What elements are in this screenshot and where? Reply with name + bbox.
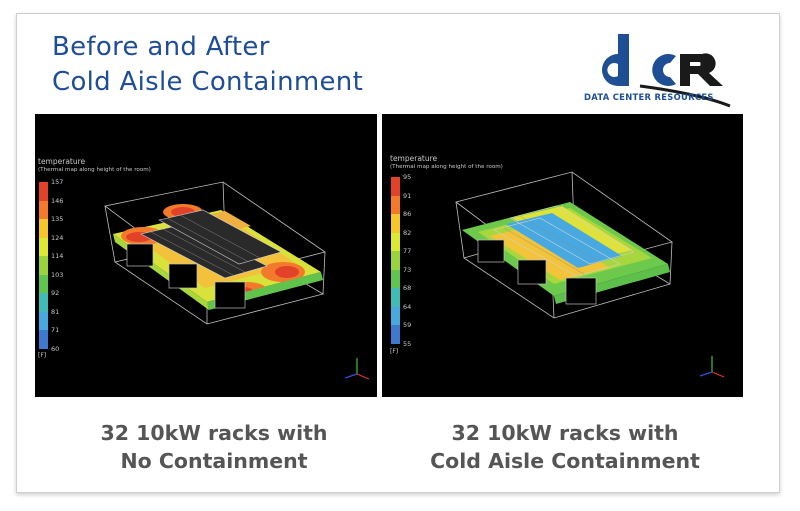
title-line-2: Cold Aisle Containment: [52, 67, 364, 97]
scale-unit: [F]: [38, 352, 47, 359]
thermal-map-cold-aisle-containment: temperature (Thermal map along height of…: [382, 114, 743, 397]
color-scale-segment: [391, 325, 400, 344]
legend-title-text: temperature: [38, 157, 86, 166]
color-scale-segment: [391, 306, 400, 325]
color-scale-bar: [39, 182, 48, 349]
legend-title-text: temperature: [390, 154, 438, 163]
legend-subtitle: (Thermal map along height of the room): [390, 164, 503, 170]
color-scale-segment: [391, 195, 400, 214]
color-scale-segment: [39, 182, 48, 201]
thermal-map-render: [455, 171, 725, 378]
title-line-1: Before and After: [52, 32, 270, 62]
color-scale-segment: [39, 219, 48, 238]
legend-title: temperature (Thermal map along height of…: [38, 158, 151, 174]
color-scale-segment: [39, 311, 48, 330]
caption-line-1: 32 10kW racks with: [100, 421, 328, 445]
color-scale-segment: [391, 214, 400, 233]
caption-line-2: Cold Aisle Containment: [430, 449, 700, 473]
color-scale-segment: [39, 256, 48, 275]
scale-unit: [F]: [390, 348, 399, 355]
caption-line-1: 32 10kW racks with: [451, 421, 679, 445]
thermal-map-render: [104, 181, 370, 380]
dcr-logo: [602, 34, 731, 108]
thermal-map-no-containment: temperature (Thermal map along height of…: [35, 114, 377, 397]
legend-subtitle: (Thermal map along height of the room): [38, 167, 151, 173]
color-scale-segment: [391, 269, 400, 288]
caption-line-2: No Containment: [120, 449, 308, 473]
color-scale-segment: [39, 274, 48, 293]
color-scale-segment: [39, 293, 48, 312]
color-scale-segment: [391, 288, 400, 307]
legend-title: temperature (Thermal map along height of…: [390, 155, 503, 171]
slide-title: Before and After Cold Aisle Containment: [52, 30, 363, 100]
color-scale-segment: [391, 232, 400, 251]
color-scale-segment: [391, 251, 400, 270]
color-scale-segment: [39, 237, 48, 256]
color-scale-segment: [391, 177, 400, 196]
color-scale-segment: [39, 200, 48, 219]
logo-subtitle: DATA CENTER RESOURCES: [584, 92, 714, 102]
caption-cold-aisle-containment: 32 10kW racks with Cold Aisle Containmen…: [400, 419, 730, 475]
caption-no-containment: 32 10kW racks with No Containment: [49, 419, 379, 475]
color-scale-segment: [39, 330, 48, 349]
color-scale-bar: [391, 177, 400, 344]
